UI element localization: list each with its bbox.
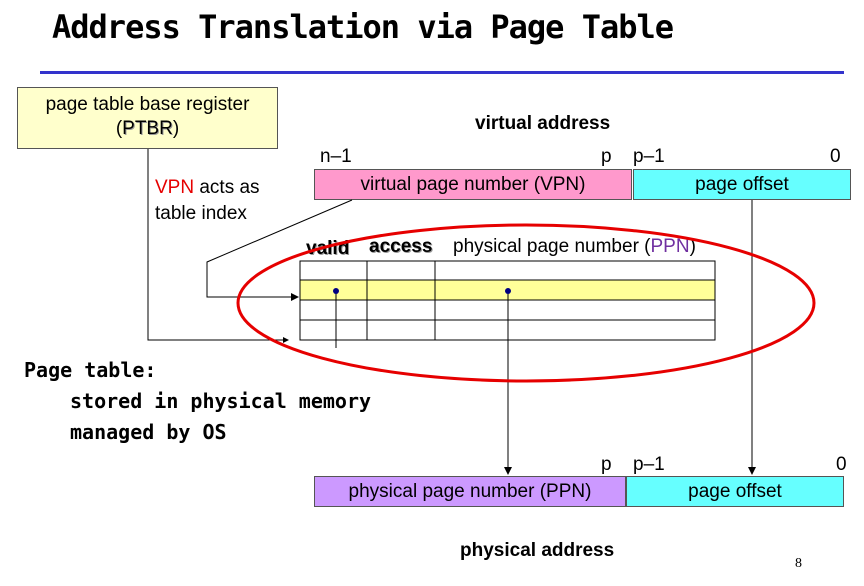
- note-heading: Page table:: [24, 358, 157, 382]
- vpn-index-arrow: [206, 199, 353, 301]
- note-line2: managed by OS: [70, 420, 227, 444]
- vpn-note-line1: VPN acts as: [155, 177, 260, 199]
- ppn-field: physical page number (PPN): [314, 476, 626, 507]
- physical-offset-field: page offset: [626, 476, 844, 507]
- vpn-note-rest: acts as: [194, 177, 260, 198]
- col-ppn-header: physical page number (PPN): [453, 236, 696, 258]
- valid-bit-dot: [333, 288, 339, 294]
- col-ppn-post: ): [689, 236, 696, 257]
- vpn-field: virtual page number (VPN): [314, 169, 632, 200]
- virtual-offset-field: page offset: [633, 169, 851, 200]
- vpn-note-line2: table index: [155, 203, 247, 224]
- physical-bit-0: 0: [836, 454, 847, 475]
- virtual-bit-p: p: [601, 146, 612, 167]
- ptbr-arrow: [147, 149, 283, 341]
- col-access-header: access: [369, 236, 433, 257]
- col-ppn-abbr: PPN: [650, 236, 690, 257]
- physical-address-label: physical address: [460, 540, 615, 561]
- ptbr-label: page table base register: [45, 94, 250, 115]
- col-ppn-pre: physical page number (: [453, 236, 651, 257]
- ptbr-box: page table base register (PTBR): [17, 87, 278, 149]
- ptbr-arrowhead: [283, 337, 289, 343]
- ppn-dot: [505, 288, 511, 294]
- vpn-note-abbr: VPN: [155, 177, 195, 198]
- ptbr-abbr-line: (PTBR): [18, 117, 277, 141]
- note-line1: stored in physical memory: [70, 389, 372, 413]
- title-underline: [40, 71, 844, 74]
- virtual-bit-0: 0: [830, 146, 841, 167]
- physical-bit-p: p: [601, 454, 612, 475]
- virtual-address-label: virtual address: [475, 113, 611, 134]
- ptbr-abbr: PTBR: [122, 118, 173, 139]
- page-number: 8: [795, 556, 802, 571]
- page-title: Address Translation via Page Table: [52, 8, 674, 46]
- virtual-bit-p-minus-1: p–1: [633, 146, 665, 167]
- page-table-ellipse: [236, 223, 816, 383]
- virtual-bit-n-minus-1: n–1: [320, 146, 352, 167]
- physical-bit-p-minus-1: p–1: [633, 454, 665, 475]
- ptbr-close: ): [172, 118, 180, 139]
- ptbr-open: (: [115, 118, 123, 139]
